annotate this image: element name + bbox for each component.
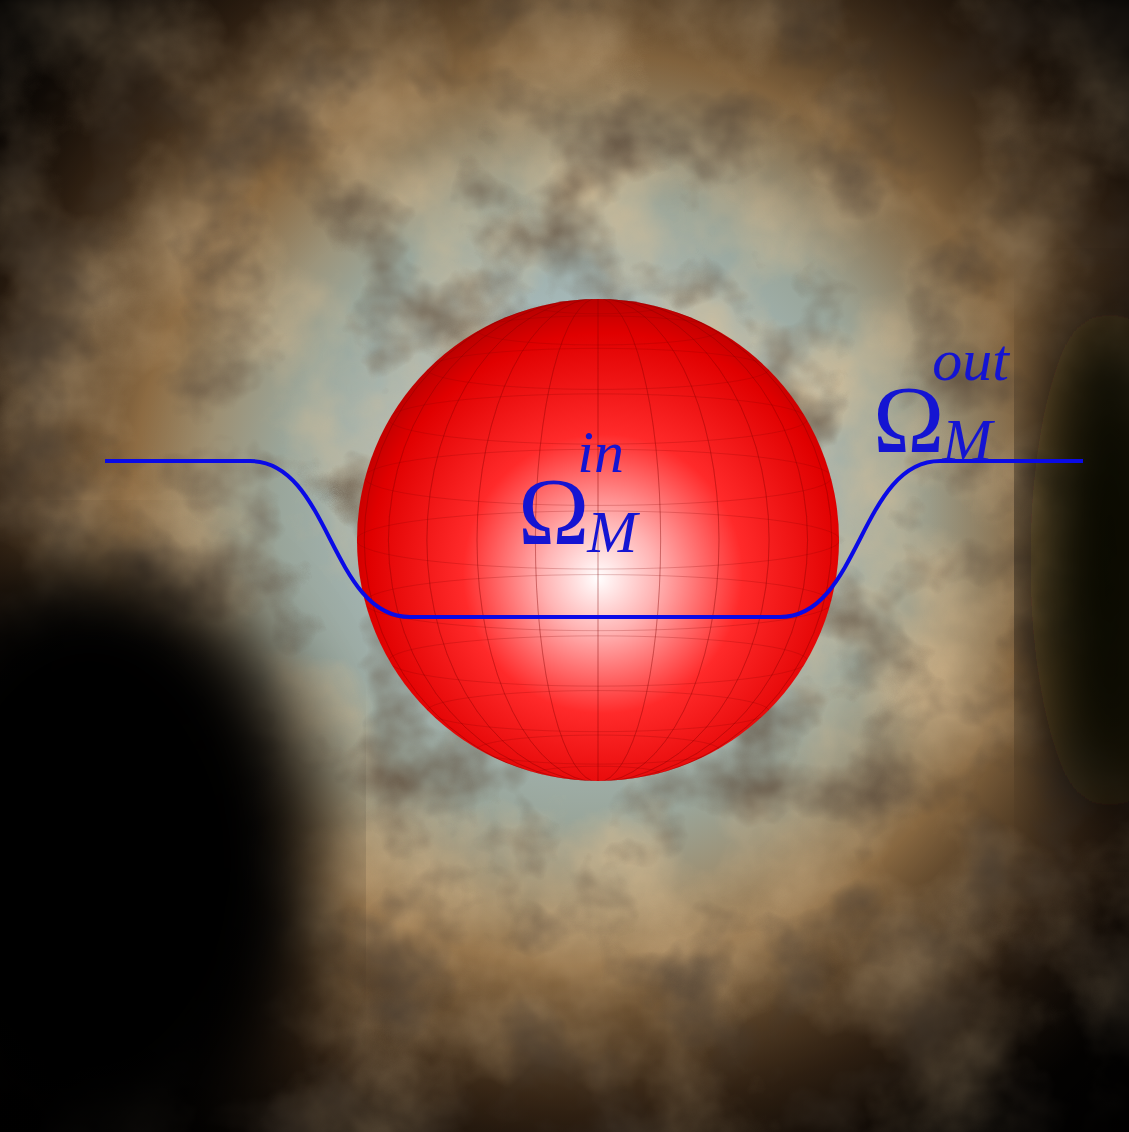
mesh-lines [356,298,840,782]
subscript: M [942,410,992,470]
sphere-body [357,299,839,781]
subscript: M [587,502,637,562]
superscript: in [577,422,624,482]
blue-curve [105,461,1083,617]
sphere: ΩinM [356,298,840,782]
superscript: out [932,330,1009,390]
